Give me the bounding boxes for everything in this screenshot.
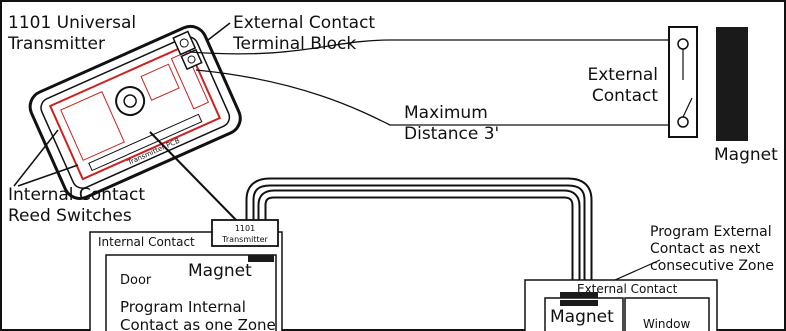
wire-top <box>189 39 672 55</box>
door-panel: Internal Contact Door Magnet Program Int… <box>89 231 283 331</box>
magnet-right <box>716 27 748 141</box>
door-label: Door <box>120 273 152 288</box>
cable-inner <box>247 179 591 292</box>
max-distance-line2: Distance 3' <box>404 124 499 144</box>
wire-bottom <box>195 69 672 126</box>
door-transmitter-line1: 1101 <box>235 224 255 233</box>
program-external-line2: Contact as next <box>650 241 761 257</box>
window-magnet-label: Magnet <box>550 307 614 327</box>
window-panel: External Contact Magnet Window <box>524 279 718 331</box>
door-transmitter-box: 1101 Transmitter <box>211 219 279 247</box>
external-contact-line2: Contact <box>592 86 658 106</box>
magnet-right-label: Magnet <box>714 145 778 165</box>
transmitter-device: Transmitter PCB <box>28 24 242 201</box>
internal-reed-line2: Reed Switches <box>8 206 132 226</box>
ext-terminal-line1: External Contact <box>233 13 375 33</box>
door-magnet-label: Magnet <box>188 261 252 281</box>
transmitter-title-line1: 1101 Universal <box>8 13 136 33</box>
door-magnet <box>248 255 274 262</box>
terminal-block-leader <box>207 22 231 41</box>
reed-leader-1 <box>13 129 59 187</box>
cable-outer-2 <box>257 189 581 292</box>
window-magnet-bar <box>560 292 598 298</box>
device-to-door-leader <box>149 131 239 223</box>
reed-leader-2 <box>17 164 79 187</box>
window-panel-title: External Contact <box>577 282 678 296</box>
external-contact-line1: External <box>587 65 658 85</box>
external-contact-switch <box>668 26 698 138</box>
cable-inner-2 <box>259 191 579 292</box>
door-panel-title: Internal Contact <box>98 235 195 249</box>
program-internal-line1: Program Internal <box>120 298 246 316</box>
internal-reed-line1: Internal Contact <box>8 185 145 205</box>
transmitter-title-line2: Transmitter <box>7 34 105 54</box>
door-transmitter-line2: Transmitter <box>221 235 268 244</box>
program-external-line1: Program External <box>650 224 772 240</box>
window-contact-bar <box>560 300 598 306</box>
ext-terminal-line2: Terminal Block <box>232 34 356 54</box>
max-distance-line1: Maximum <box>404 103 488 123</box>
window-label: Window <box>643 317 691 331</box>
program-internal-line2: Contact as one Zone <box>120 316 276 331</box>
program-external-line3: consecutive Zone <box>650 258 774 274</box>
